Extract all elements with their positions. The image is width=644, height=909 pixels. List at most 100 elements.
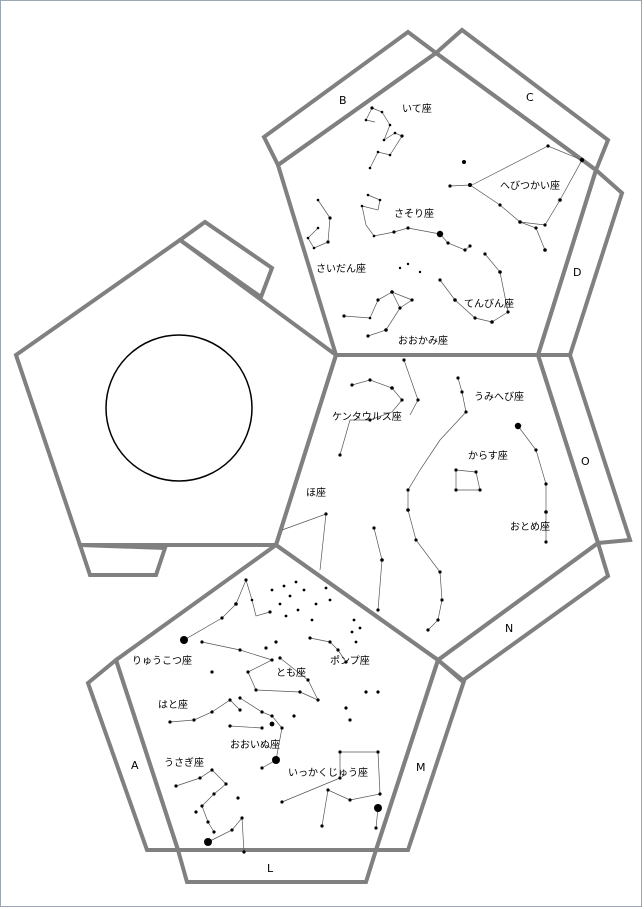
star: [260, 766, 264, 770]
star: [270, 658, 274, 662]
star: [376, 608, 380, 612]
star: [579, 157, 585, 163]
star: [453, 298, 457, 302]
star: [380, 558, 384, 562]
stars: [168, 106, 585, 854]
star: [544, 540, 548, 544]
line-ho: [281, 513, 327, 571]
constellation-labels: いて座 へびつかい座 さそり座 さいだん座 てんびん座 おおかみ座 うみへび座 …: [132, 102, 560, 779]
constellation-line: [229, 725, 263, 729]
star: [302, 588, 306, 592]
star: [390, 290, 394, 294]
constellation-line: [365, 107, 376, 123]
star: [468, 183, 472, 187]
star: [326, 788, 330, 792]
line-ookami: [343, 291, 413, 337]
star: [376, 750, 380, 754]
star: [272, 756, 280, 764]
star: [348, 798, 352, 802]
star: [316, 698, 320, 702]
star: [388, 123, 392, 127]
star: [360, 204, 364, 208]
label-ho: ほ座: [306, 486, 326, 499]
star: [454, 468, 458, 472]
star: [288, 594, 292, 598]
label-umihebi: うみへび座: [474, 390, 524, 403]
star: [366, 193, 370, 197]
top-pentagon: [275, 50, 599, 357]
label-hato: はと座: [158, 698, 188, 711]
star: [364, 690, 368, 694]
star: [506, 310, 510, 314]
star: [314, 602, 318, 606]
star: [406, 508, 410, 512]
left-pentagon: [13, 237, 339, 547]
star: [326, 240, 330, 244]
star: [200, 804, 204, 808]
tab-l-shape: [175, 848, 379, 884]
tab-labels: B C D O N M L A: [131, 91, 590, 875]
star: [398, 266, 402, 270]
star: [352, 618, 356, 622]
star: [278, 656, 282, 660]
line-ite: [369, 107, 403, 169]
left-top-tab: [176, 219, 275, 301]
star: [448, 184, 452, 188]
center-circle: [105, 334, 253, 482]
tab-c-shape: [432, 27, 611, 174]
middle-pentagon: [273, 353, 601, 663]
star: [296, 608, 300, 612]
star: [462, 160, 466, 164]
star: [268, 610, 272, 614]
star: [426, 628, 430, 632]
tab-a-shape: [85, 656, 181, 852]
star: [364, 118, 368, 122]
label-usagi: うさぎ座: [164, 756, 204, 769]
line-ponpu: [309, 637, 347, 663]
star: [238, 648, 242, 652]
star: [269, 721, 275, 727]
star: [368, 166, 372, 170]
label-ookami: おおかみ座: [398, 334, 448, 347]
constellation-line: [403, 359, 419, 416]
star: [308, 636, 312, 640]
star: [543, 248, 547, 252]
star: [380, 110, 384, 114]
star: [198, 776, 202, 780]
tab-label-c: C: [526, 91, 534, 104]
star: [398, 306, 402, 310]
star: [280, 800, 284, 804]
star: [372, 234, 376, 238]
star: [212, 792, 216, 796]
star: [406, 226, 410, 230]
star: [544, 510, 548, 514]
line-usagi: [175, 769, 227, 833]
star: [468, 244, 472, 248]
star: [306, 678, 310, 682]
star: [400, 134, 404, 138]
label-saidan: さいだん座: [316, 262, 366, 275]
star: [473, 316, 477, 320]
star: [418, 270, 422, 274]
star: [534, 448, 538, 452]
tab-label-d: D: [573, 266, 581, 279]
line-tenbin: [439, 253, 509, 323]
label-ite: いて座: [402, 102, 432, 115]
star: [338, 453, 342, 457]
constellation-line: [373, 527, 383, 611]
star: [393, 131, 397, 135]
star: [230, 828, 234, 832]
label-ooinu: おおいぬ座: [230, 738, 280, 751]
star: [242, 850, 246, 854]
star: [228, 698, 232, 702]
star: [348, 718, 352, 722]
star: [350, 630, 354, 634]
star: [328, 598, 332, 602]
star: [278, 602, 282, 606]
star: [240, 816, 244, 820]
star: [368, 418, 372, 422]
net-outlines: [13, 27, 633, 884]
star: [558, 198, 562, 202]
star: [534, 226, 538, 230]
